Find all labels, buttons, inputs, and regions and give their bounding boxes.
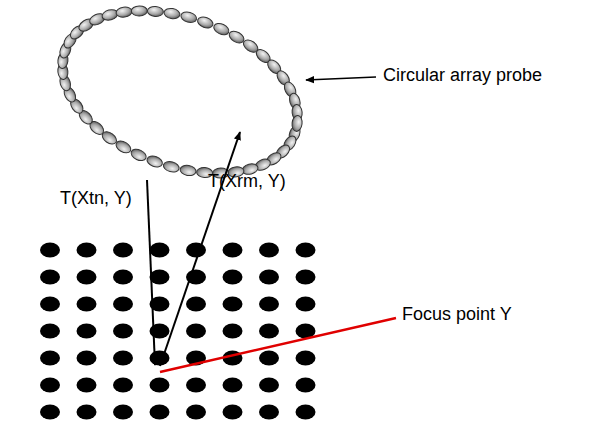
grid-point	[296, 405, 316, 420]
grid-point	[113, 405, 133, 420]
receive-arrow	[160, 132, 240, 366]
grid-point	[40, 297, 60, 312]
grid-point	[40, 243, 60, 258]
probe-element	[212, 21, 231, 37]
probe-label: Circular array probe	[383, 66, 542, 86]
transmit-time-label: T(Xtn, Y)	[60, 189, 132, 209]
probe-element	[196, 15, 214, 30]
grid-point	[113, 324, 133, 339]
probe-element	[162, 160, 180, 174]
grid-point	[113, 270, 133, 285]
grid-point	[77, 378, 97, 393]
grid-point	[40, 324, 60, 339]
grid-point	[259, 405, 279, 420]
probe-element	[131, 6, 147, 16]
grid-point	[296, 270, 316, 285]
grid-point	[113, 243, 133, 258]
grid-point	[223, 405, 243, 420]
grid-point	[40, 378, 60, 393]
probe-element	[129, 147, 148, 163]
probe-element	[180, 10, 198, 24]
grid-point	[77, 324, 97, 339]
grid-point	[259, 297, 279, 312]
focus-point-label: Focus point Y	[402, 305, 512, 325]
probe-element	[179, 164, 196, 177]
grid-point	[186, 405, 206, 420]
grid-point	[40, 351, 60, 366]
grid-point	[150, 351, 170, 366]
grid-point	[113, 351, 133, 366]
probe-element	[147, 6, 164, 17]
grid-point	[186, 297, 206, 312]
grid-point	[223, 243, 243, 258]
probe-leader	[306, 77, 376, 80]
grid-point	[259, 324, 279, 339]
grid-point	[150, 378, 170, 393]
grid-point	[186, 243, 206, 258]
grid-point	[77, 297, 97, 312]
grid-point	[296, 297, 316, 312]
probe-element	[163, 7, 180, 20]
focus-leader	[160, 318, 396, 372]
grid-point	[150, 405, 170, 420]
grid-point	[113, 378, 133, 393]
grid-point	[186, 324, 206, 339]
grid-point	[40, 270, 60, 285]
grid-point	[186, 378, 206, 393]
grid-point	[223, 324, 243, 339]
grid-point	[259, 270, 279, 285]
probe-element	[101, 8, 119, 22]
grid-point	[40, 405, 60, 420]
grid-point	[259, 243, 279, 258]
grid-point	[77, 351, 97, 366]
grid-point	[77, 243, 97, 258]
grid-point	[77, 405, 97, 420]
grid-point	[259, 378, 279, 393]
transmit-arrow	[147, 180, 155, 365]
probe-element	[291, 115, 303, 132]
grid-point	[150, 243, 170, 258]
probe-element	[115, 6, 132, 18]
grid-point	[113, 297, 133, 312]
grid-point	[296, 351, 316, 366]
grid-point	[223, 378, 243, 393]
grid-point	[296, 243, 316, 258]
grid-point	[223, 297, 243, 312]
grid-point	[296, 378, 316, 393]
probe-element	[145, 154, 163, 169]
grid-point	[77, 270, 97, 285]
grid-point	[223, 270, 243, 285]
grid-point	[150, 270, 170, 285]
circular-array-probe	[57, 6, 303, 178]
receive-time-label: T(Xrm, Y)	[208, 172, 286, 192]
focus-grid	[40, 243, 316, 420]
grid-point	[259, 351, 279, 366]
